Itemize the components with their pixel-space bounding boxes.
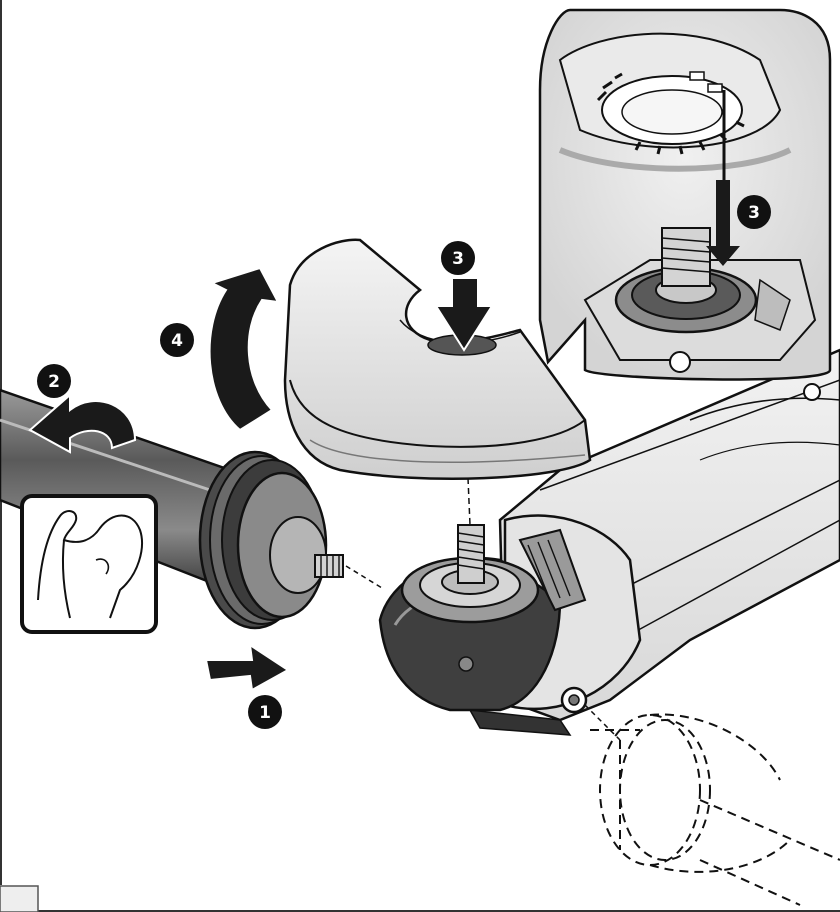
- step-marker-4: 4: [160, 323, 194, 357]
- grinder-body: [378, 348, 840, 736]
- flange-guide-line: [345, 565, 383, 589]
- arrow-down-icon: [434, 277, 494, 352]
- step-number-1: 1: [259, 703, 271, 723]
- curved-arrow-icon: [28, 392, 137, 454]
- handle-guide-line: [584, 704, 621, 741]
- flexed-arm-icon: [20, 494, 158, 634]
- step-marker-1: 1: [248, 695, 282, 729]
- step-number-4: 4: [171, 331, 183, 351]
- curved-arrow-up-icon: [208, 266, 280, 432]
- step-marker-3: 3: [441, 241, 475, 275]
- zoom-arrow-down-icon: [706, 180, 740, 266]
- step-number-3-zoom: 3: [748, 203, 760, 223]
- step-number-3: 3: [452, 249, 464, 269]
- corner-tab: [0, 885, 39, 912]
- arrow-right-icon: [204, 642, 290, 692]
- zoom-callout: [538, 8, 832, 401]
- step-marker-3-zoom: 3: [737, 195, 771, 229]
- guard-guide-line: [467, 477, 471, 526]
- step-number-2: 2: [48, 372, 60, 392]
- side-handle-outline: [590, 713, 840, 906]
- step-marker-2: 2: [37, 364, 71, 398]
